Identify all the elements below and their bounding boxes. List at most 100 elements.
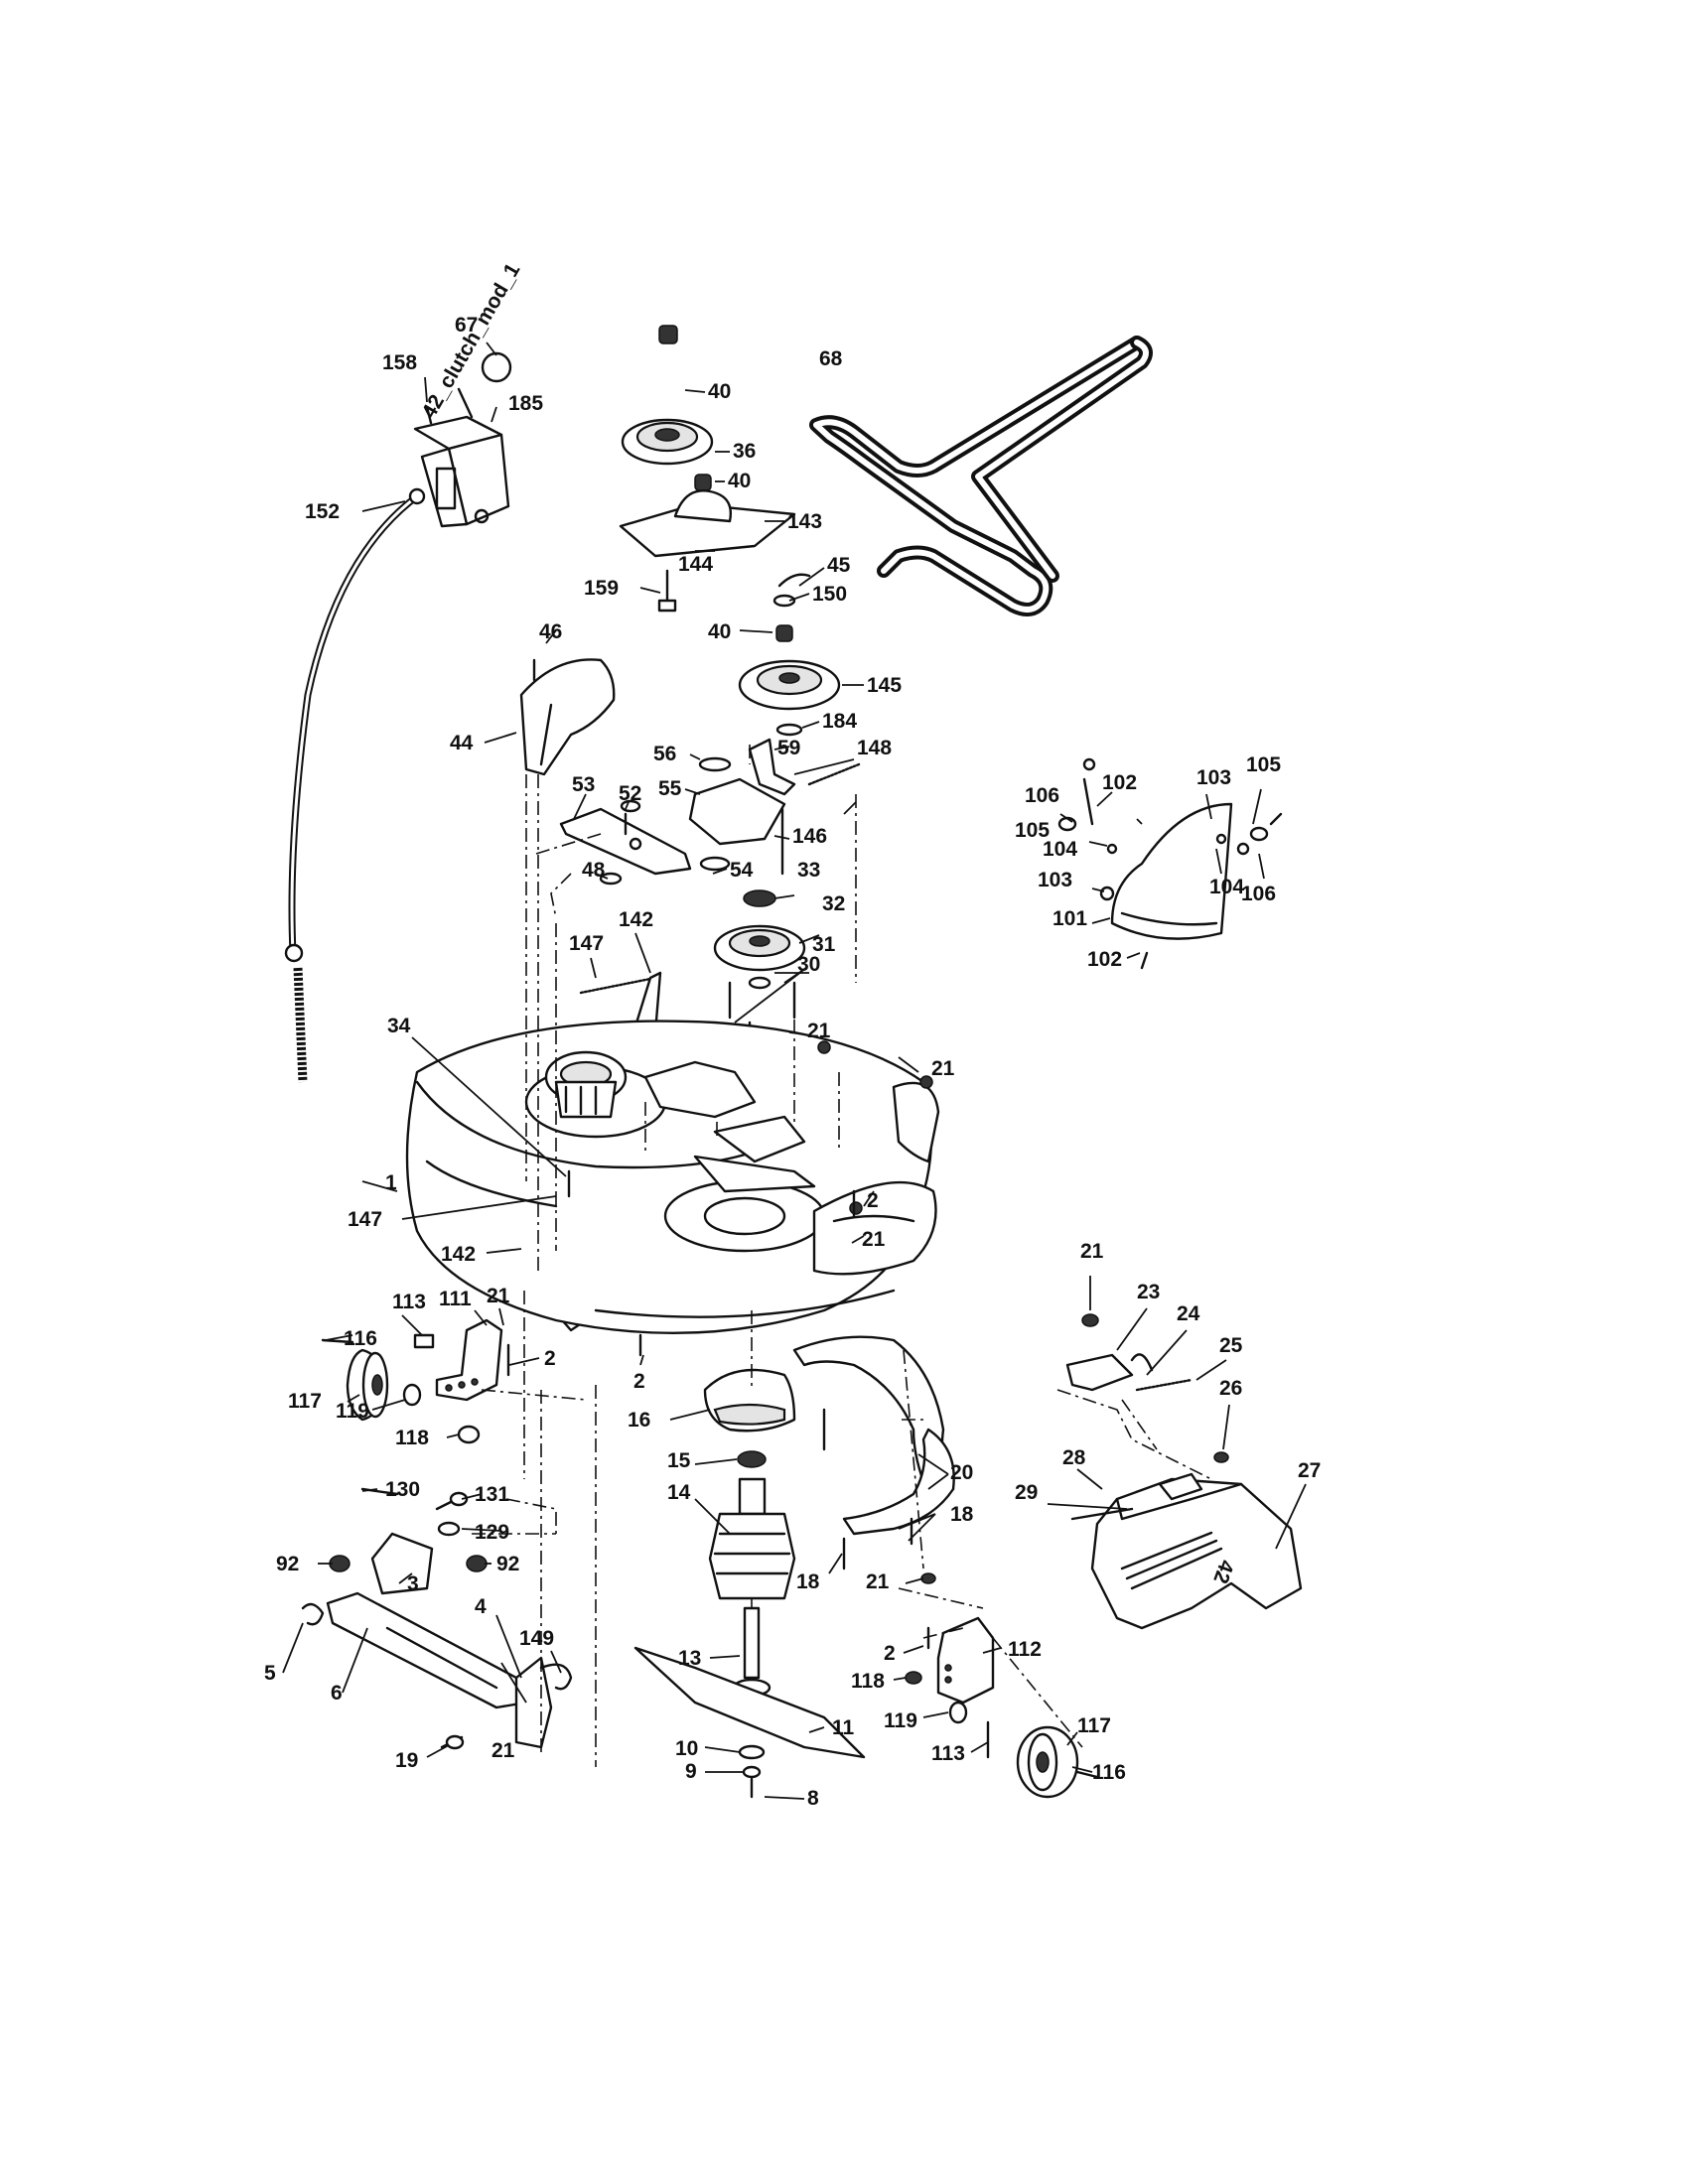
callout-52: 52 [619, 782, 641, 805]
callout-15: 15 [667, 1449, 691, 1472]
idler-arm-assembly [559, 738, 861, 886]
callout-146: 146 [792, 825, 827, 848]
callout-116a: 116 [344, 1327, 377, 1350]
left-wheel-assembly [321, 1318, 510, 1444]
callout-21c: 21 [862, 1228, 886, 1251]
callout-147b: 147 [348, 1208, 382, 1231]
callout-113b: 113 [931, 1742, 965, 1765]
callout-48: 48 [582, 859, 606, 882]
callout-23: 23 [1137, 1281, 1160, 1303]
callout-158: 158 [382, 351, 417, 374]
callout-21d: 21 [1080, 1240, 1104, 1263]
drive-pulley-stack [713, 889, 806, 1054]
leader-lines [282, 341, 1307, 1800]
callout-2a: 2 [867, 1189, 879, 1212]
callout-105a: 105 [1015, 819, 1050, 842]
callout-2b: 2 [544, 1347, 556, 1370]
callout-14: 14 [667, 1481, 691, 1504]
callout-159: 159 [584, 577, 619, 600]
callout-119b: 119 [884, 1709, 917, 1732]
front-linkage [301, 1487, 573, 1750]
callout-92b: 92 [496, 1553, 519, 1575]
callout-5: 5 [264, 1662, 276, 1685]
callout-184: 184 [822, 710, 857, 733]
belt-pulley-stack [738, 573, 841, 737]
callout-6: 6 [331, 1682, 343, 1705]
callout-21a: 21 [807, 1020, 831, 1042]
callout-150: 150 [812, 583, 847, 606]
callout-144: 144 [678, 553, 713, 576]
alignment-lines [472, 745, 1212, 1767]
callout-25: 25 [1219, 1334, 1243, 1357]
right-wheel-assembly [905, 1616, 1099, 1799]
callout-13: 13 [678, 1647, 701, 1670]
callout-68: 68 [819, 347, 843, 370]
callout-19: 19 [395, 1749, 418, 1772]
callout-16: 16 [628, 1409, 650, 1432]
knob-67 [481, 351, 512, 383]
callout-185: 185 [508, 392, 543, 415]
callout-21e: 21 [487, 1285, 510, 1307]
callout-44: 44 [450, 732, 474, 754]
callout-142b: 142 [441, 1243, 476, 1266]
callout-20: 20 [950, 1461, 973, 1484]
spindle-assembly [633, 1368, 866, 1799]
callout-147a: 147 [569, 932, 604, 955]
callout-46: 46 [539, 620, 562, 643]
callout-119a: 119 [336, 1400, 369, 1423]
callout-105b: 105 [1246, 753, 1281, 776]
callout-24: 24 [1177, 1302, 1200, 1325]
callout-104b: 104 [1209, 876, 1244, 898]
hanger-brackets [792, 1335, 955, 1584]
callout-8: 8 [807, 1787, 819, 1810]
callout-21f: 21 [866, 1570, 890, 1593]
callout-106a: 106 [1025, 784, 1059, 807]
callout-1: 1 [385, 1171, 397, 1194]
callout-30: 30 [797, 953, 820, 976]
callout-33: 33 [797, 859, 820, 882]
callout-45: 45 [827, 554, 851, 577]
drive-belt [809, 336, 1153, 616]
callout-103b: 103 [1038, 869, 1072, 891]
callout-56: 56 [653, 743, 676, 765]
callout-59: 59 [777, 737, 800, 759]
callout-101: 101 [1052, 907, 1087, 930]
callout-18b: 18 [796, 1570, 820, 1593]
callout-104a: 104 [1043, 838, 1077, 861]
callout-21b: 21 [931, 1057, 955, 1080]
callout-40a: 40 [708, 380, 731, 403]
callout-111: 111 [439, 1288, 472, 1310]
callout-102b: 102 [1087, 948, 1122, 971]
callout-3: 3 [407, 1572, 419, 1595]
callout-152: 152 [305, 500, 340, 523]
callout-40c: 40 [708, 620, 731, 643]
callout-4: 4 [475, 1595, 487, 1618]
callout-55: 55 [658, 777, 682, 800]
callout-18a: 18 [950, 1503, 974, 1526]
callout-129: 129 [475, 1521, 509, 1544]
callout-112: 112 [1008, 1638, 1042, 1661]
callout-118a: 118 [395, 1427, 429, 1449]
clutch-cable [284, 487, 426, 1083]
callout-142a: 142 [619, 908, 653, 931]
callout-53: 53 [572, 773, 595, 796]
callout-26: 26 [1219, 1377, 1242, 1400]
callout-11: 11 [832, 1716, 855, 1739]
deflector-shield [1057, 757, 1283, 970]
callout-118b: 118 [851, 1670, 885, 1693]
callout-28: 28 [1062, 1446, 1086, 1469]
callout-40b: 40 [728, 470, 751, 492]
callout-106b: 106 [1241, 883, 1276, 905]
callout-145: 145 [867, 674, 902, 697]
callout-92a: 92 [276, 1553, 299, 1575]
belt-guard [519, 658, 616, 776]
mower-deck [405, 1020, 940, 1357]
callout-29: 29 [1015, 1481, 1038, 1504]
callout-103a: 103 [1196, 766, 1231, 789]
callout-31: 31 [812, 933, 836, 956]
callout-9: 9 [685, 1760, 697, 1783]
callout-2d: 2 [884, 1642, 896, 1665]
callout-36: 36 [733, 440, 756, 463]
